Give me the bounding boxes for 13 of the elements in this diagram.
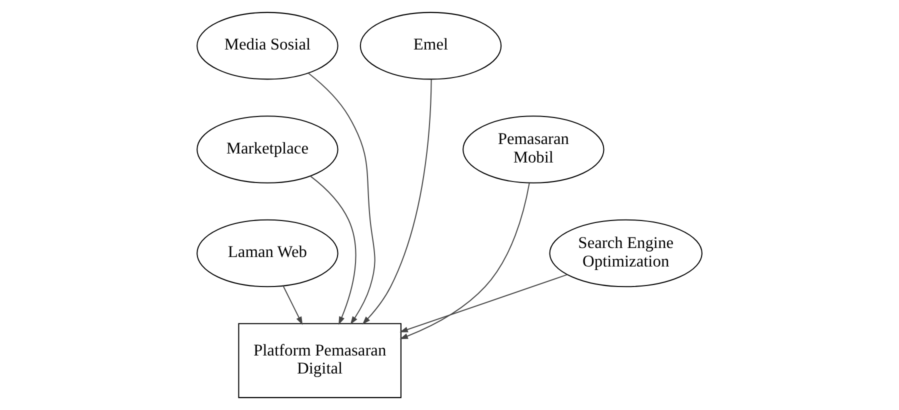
arrow <box>362 79 432 324</box>
node-ellipse: Marketplace <box>196 116 338 184</box>
node-box: Platform Pemasaran Digital <box>238 323 402 398</box>
arrow <box>282 286 303 325</box>
node-ellipse: Pemasaran Mobil <box>462 116 604 184</box>
node-ellipse: Laman Web <box>196 219 338 288</box>
node-ellipse: Media Sosial <box>196 12 338 80</box>
node-ellipse: Emel <box>360 12 502 80</box>
arrow <box>308 72 376 325</box>
node-ellipse: Search Engine Optimization <box>549 219 702 288</box>
arrow <box>400 274 568 332</box>
arrow <box>400 182 530 340</box>
arrow <box>310 176 356 325</box>
